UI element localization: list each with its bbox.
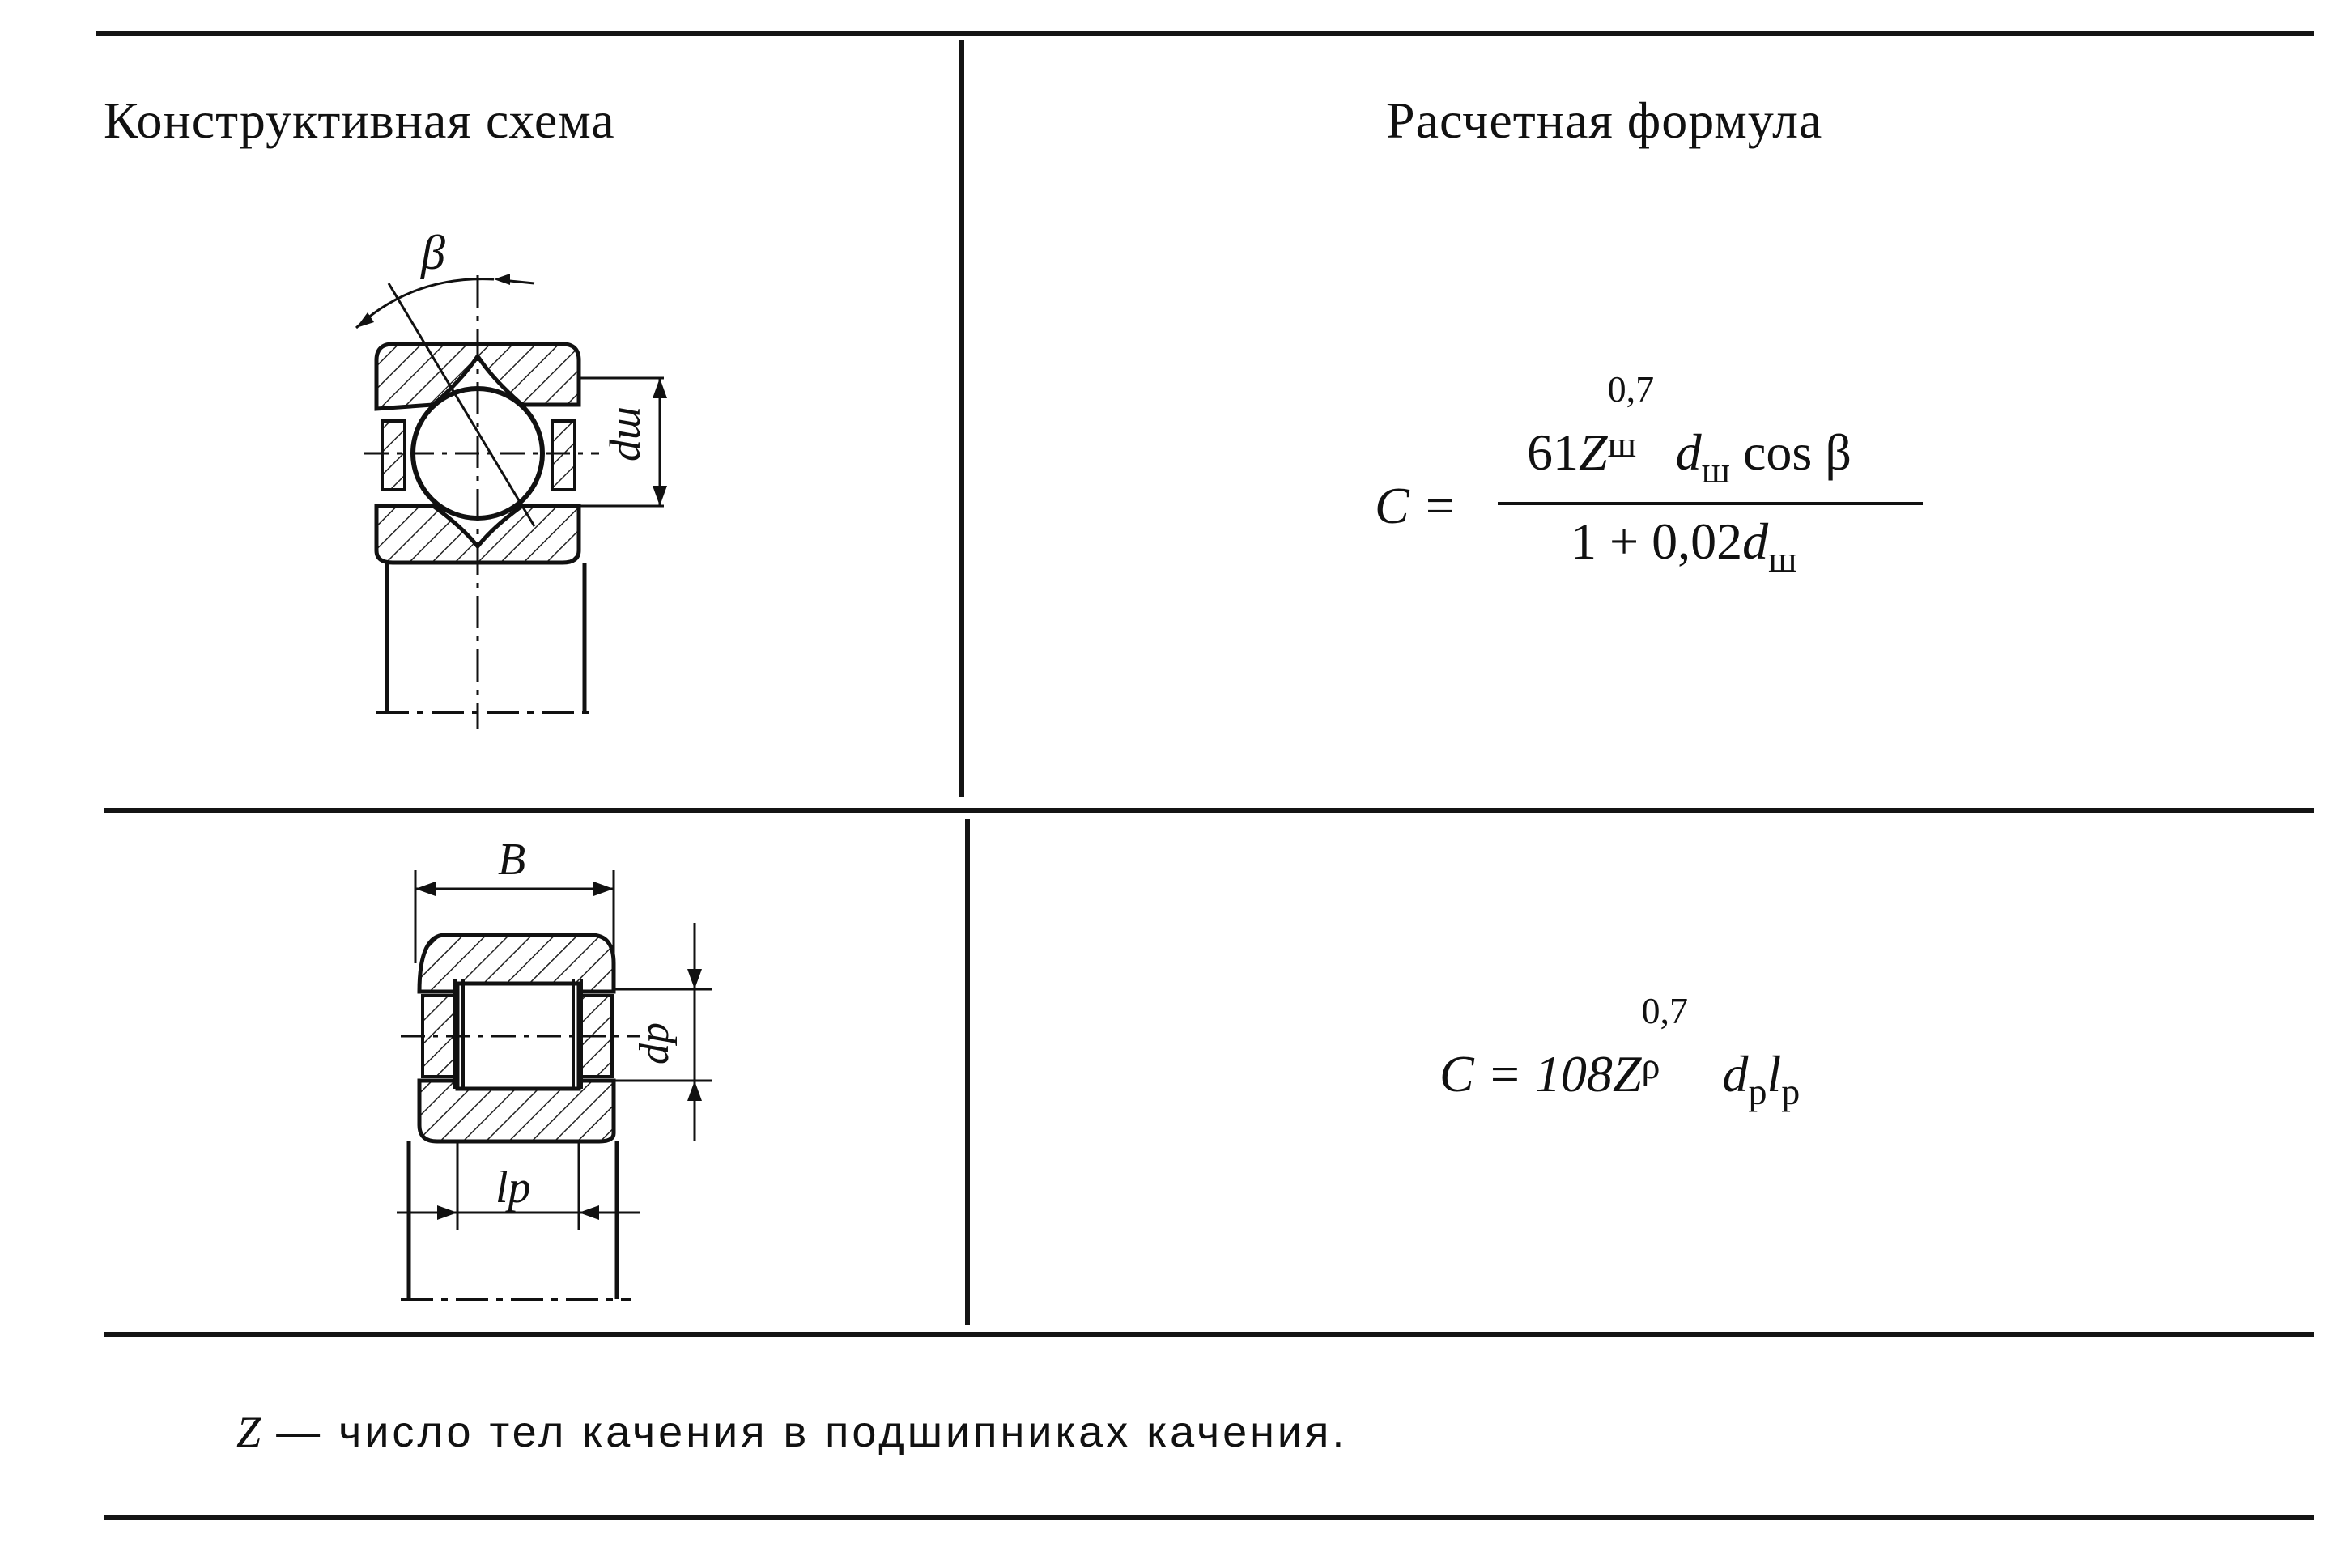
roller-length-label: lp — [495, 1162, 531, 1213]
row-divider-1 — [104, 808, 2314, 813]
num-d-sub: ш — [1701, 449, 1731, 491]
formula2-z-sup: 0,7 — [1641, 990, 1688, 1031]
num-d: d — [1675, 423, 1702, 481]
roller-diameter-label: dp — [631, 1022, 678, 1064]
formula2-l: l — [1767, 1045, 1782, 1103]
formula2-z: Z — [1612, 1045, 1642, 1103]
angle-label: β — [420, 226, 445, 279]
num-coef: 61 — [1527, 423, 1579, 481]
header-scheme: Конструктивная схема — [104, 91, 615, 149]
ball-bearing-diagram: β dш — [355, 226, 667, 729]
formula2-d: d — [1722, 1045, 1749, 1103]
column-divider-2 — [965, 819, 970, 1325]
column-divider-1 — [959, 40, 964, 797]
row-divider-2 — [104, 1332, 2314, 1337]
roller-bearing-diagram: B dp lp — [397, 835, 712, 1301]
num-tail: cos β — [1743, 423, 1852, 481]
formula2-z-sub: ρ — [1641, 1045, 1660, 1086]
den-d-sub: ш — [1768, 538, 1797, 580]
fraction-bar — [1498, 502, 1923, 505]
ball-diameter-label: dш — [601, 406, 649, 461]
num-z-scripts: 0,7 ш — [1607, 368, 1676, 470]
formula2-z-scripts: 0,7 ρ — [1641, 990, 1709, 1091]
num-z-sup: 0,7 — [1607, 368, 1655, 410]
num-z-sub: ш — [1607, 423, 1637, 465]
formula2-lhs: C = 108 — [1439, 1045, 1613, 1103]
fraction-denominator: 1 + 0,02dш — [1571, 512, 1797, 580]
formula-lhs-1: C = — [1375, 477, 1457, 534]
header-formula: Расчетная формула — [1386, 91, 1823, 149]
formula-2: C = 108Z 0,7 ρ dplp — [1439, 990, 1800, 1112]
formula2-l-sub: p — [1781, 1071, 1801, 1112]
footnote-symbol: Z — [236, 1408, 261, 1456]
den-d: d — [1742, 512, 1769, 570]
footnote-text: — число тел качения в подшипниках качени… — [276, 1408, 1348, 1456]
top-rule — [96, 31, 2314, 36]
width-label: B — [498, 835, 525, 885]
num-z: Z — [1579, 423, 1608, 481]
bottom-rule — [104, 1515, 2314, 1520]
formula2-d-sub: p — [1748, 1071, 1767, 1112]
footnote: Z — число тел качения в подшипниках каче… — [236, 1407, 1347, 1457]
den-head: 1 + 0,02 — [1571, 512, 1743, 570]
